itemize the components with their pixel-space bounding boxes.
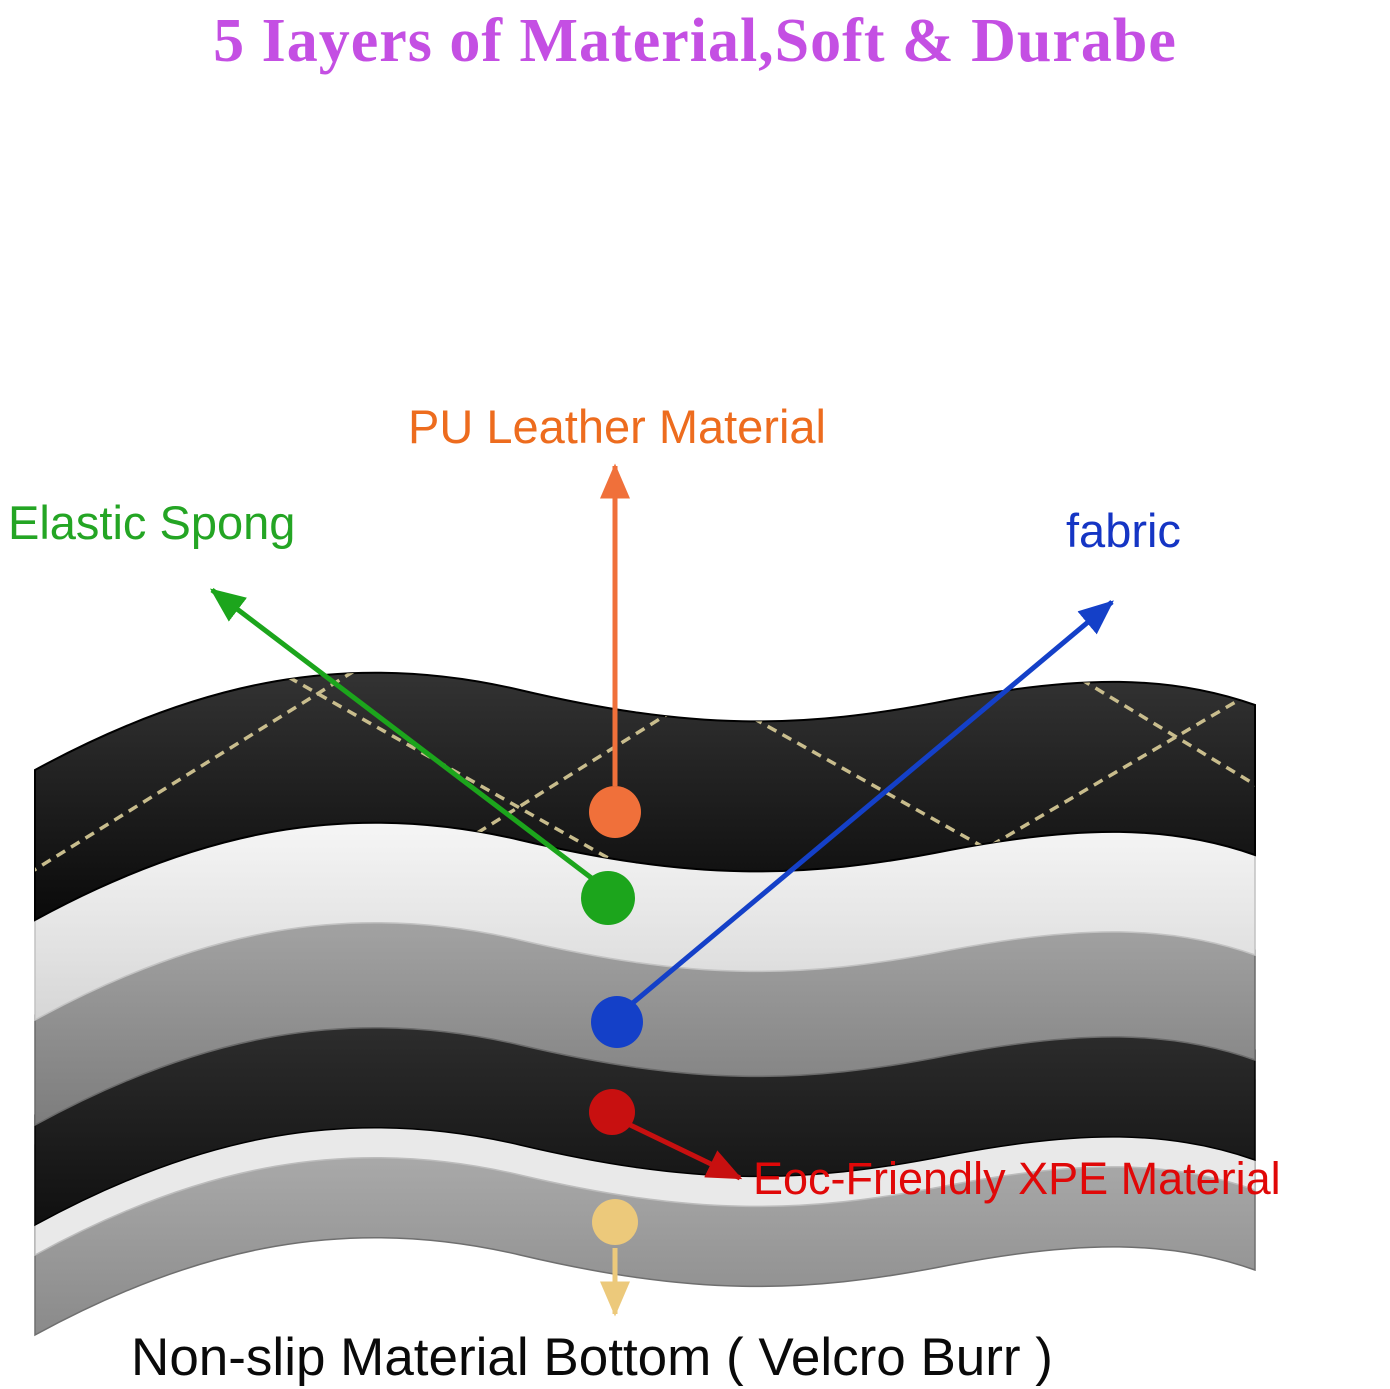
callout-dots — [581, 786, 643, 1245]
xpe-dot — [589, 1089, 635, 1135]
label-pu-leather: PU Leather Material — [408, 400, 826, 453]
non-slip-dot — [592, 1199, 638, 1245]
fabric-dot — [591, 996, 643, 1048]
pu-leather-dot — [589, 786, 641, 838]
page-title: 5 Iayers of Material,Soft & Durabe — [213, 7, 1177, 75]
label-elastic-sponge: Elastic Spong — [8, 496, 296, 549]
xpe-arrow — [622, 1119, 743, 1181]
callout-arrows — [210, 463, 1114, 1317]
label-non-slip-bottom: Non-slip Material Bottom ( Velcro Burr ) — [131, 1328, 1053, 1387]
elastic-sponge-dot — [581, 871, 635, 925]
elastic-sponge-arrow — [210, 588, 604, 888]
fabric-arrow — [620, 600, 1114, 1014]
label-xpe-material: Eoc-Friendly XPE Material — [753, 1153, 1281, 1204]
label-fabric: fabric — [1066, 504, 1181, 557]
mat-layer-stack — [34, 671, 1256, 1336]
